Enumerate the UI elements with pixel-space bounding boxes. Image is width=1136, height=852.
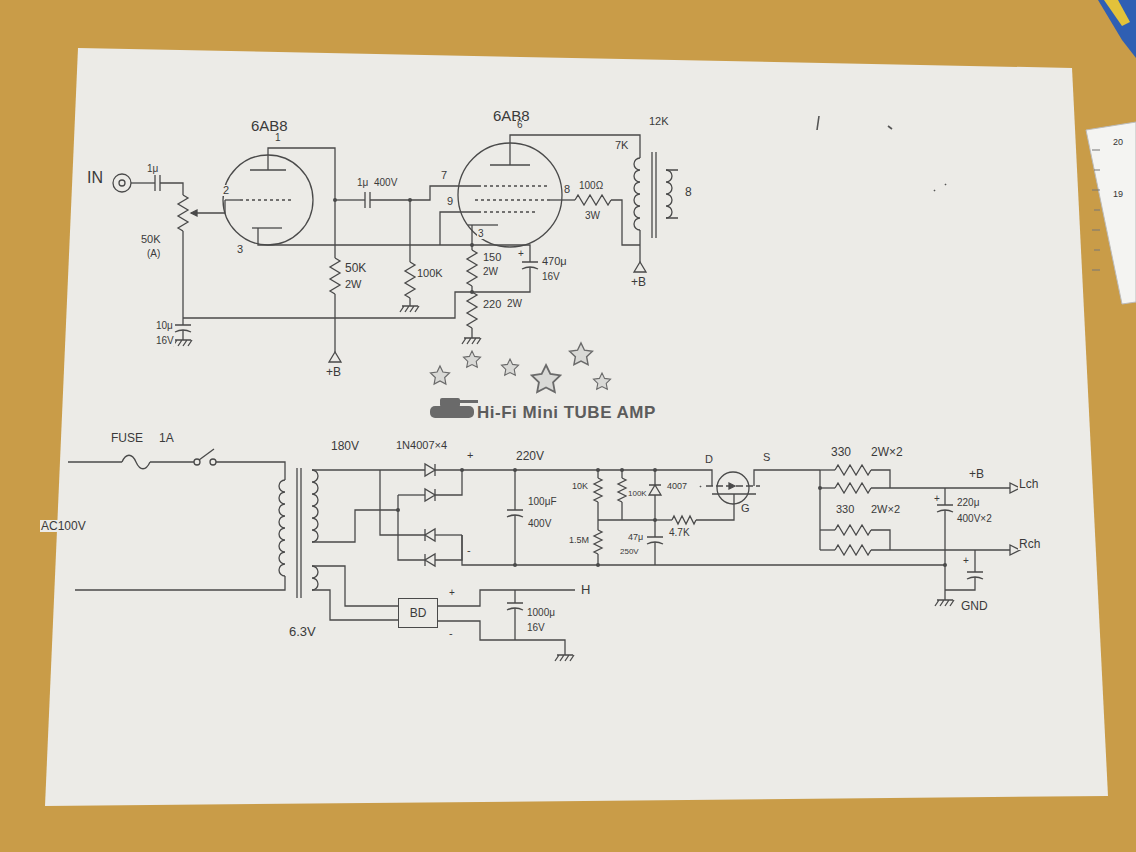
component-label: + <box>517 249 525 259</box>
component-label: 8 <box>684 186 693 198</box>
component-label: 10K <box>571 482 589 491</box>
component-label: + <box>933 494 941 504</box>
component-label: 400V <box>373 178 398 188</box>
component-label: 2W×2 <box>870 504 901 515</box>
component-label: 50K <box>140 234 162 245</box>
component-label: 2W <box>344 279 363 290</box>
component-label: H <box>580 583 591 596</box>
component-label: 3W <box>584 211 601 221</box>
node-text: BD <box>410 607 427 619</box>
component-label: Lch <box>1018 478 1039 490</box>
component-label: 1A <box>158 432 175 444</box>
ruler <box>1086 122 1136 304</box>
stray-marks <box>700 116 946 487</box>
logo-tank <box>430 398 478 418</box>
logo-stars <box>431 343 611 392</box>
component-label: 4.7K <box>668 528 691 538</box>
component-label: 2W×2 <box>870 446 904 458</box>
component-label: +B <box>630 276 647 288</box>
component-label: 6AB8 <box>250 118 289 133</box>
component-label: Rch <box>1018 538 1041 550</box>
ruler-number: 19 <box>1112 190 1124 199</box>
bridge-rectifier-box: BD <box>398 598 438 628</box>
component-label: 16V <box>155 336 175 346</box>
component-label: 6AB8 <box>492 108 531 123</box>
component-label: - <box>448 628 454 639</box>
component-label: 1N4007×4 <box>395 440 448 451</box>
component-label: 2W <box>482 267 499 277</box>
component-label: 220μ <box>956 498 980 508</box>
component-label: 47μ <box>627 533 644 542</box>
component-label: + <box>466 450 474 461</box>
blue-object <box>1098 0 1136 58</box>
component-label: + <box>448 588 456 598</box>
component-label: 100K <box>627 490 648 498</box>
component-label: 16V <box>526 623 546 633</box>
component-label: 400V <box>527 519 552 529</box>
component-label: 1.5M <box>568 536 590 545</box>
junction-dots <box>333 198 947 567</box>
ruler-number: 20 <box>1112 138 1124 147</box>
component-label: 6 <box>516 120 524 130</box>
component-label: (A) <box>146 249 161 259</box>
component-label: 3 <box>477 229 485 239</box>
component-label: FUSE <box>110 432 144 444</box>
component-label: 50K <box>344 262 367 274</box>
component-label: IN <box>86 170 104 186</box>
yellow-object <box>1104 0 1130 26</box>
component-label: 250V <box>619 548 640 556</box>
component-label: 330 <box>830 446 852 458</box>
component-label: AC100V <box>40 520 87 532</box>
component-label: 330 <box>835 504 855 515</box>
component-label: 220 <box>482 299 502 310</box>
logo-text: Hi-Fi Mini TUBE AMP <box>476 404 657 421</box>
component-label: 3 <box>236 244 244 255</box>
component-label: G <box>740 503 751 514</box>
component-label: 2 <box>222 185 230 196</box>
component-label: 1000μ <box>526 608 556 618</box>
component-label: - <box>466 545 472 556</box>
component-label: 16V <box>541 272 561 282</box>
component-label: D <box>704 454 714 465</box>
paper-sheet <box>45 48 1108 806</box>
ruler-ticks <box>1092 150 1100 270</box>
component-label: 1μ <box>356 178 369 188</box>
component-label: + <box>962 556 970 566</box>
component-label: 12K <box>648 116 670 127</box>
component-label: 100Ω <box>578 181 604 191</box>
component-label: 2W <box>506 299 523 309</box>
component-label: +B <box>968 468 985 480</box>
component-label: 6.3V <box>288 625 317 638</box>
component-label: 400V×2 <box>956 514 993 524</box>
component-label: 8 <box>563 184 571 195</box>
component-label: GND <box>960 600 989 612</box>
component-label: 1 <box>274 133 282 143</box>
component-label: 100K <box>416 268 444 279</box>
component-label: 10μ <box>155 321 174 331</box>
component-label: 4007 <box>666 482 688 491</box>
component-label: 7 <box>440 170 448 181</box>
component-label: 1μ <box>146 164 159 174</box>
component-label: 9 <box>446 196 454 207</box>
component-label: 220V <box>515 450 545 462</box>
component-label: 470μ <box>541 256 568 267</box>
component-label: 7K <box>614 140 629 151</box>
component-label: 150 <box>482 252 502 263</box>
component-label: 180V <box>330 440 360 452</box>
component-label: 100μF <box>527 497 558 507</box>
wires-and-symbols <box>68 135 1020 661</box>
component-label: +B <box>325 366 342 378</box>
component-label: S <box>762 452 771 463</box>
